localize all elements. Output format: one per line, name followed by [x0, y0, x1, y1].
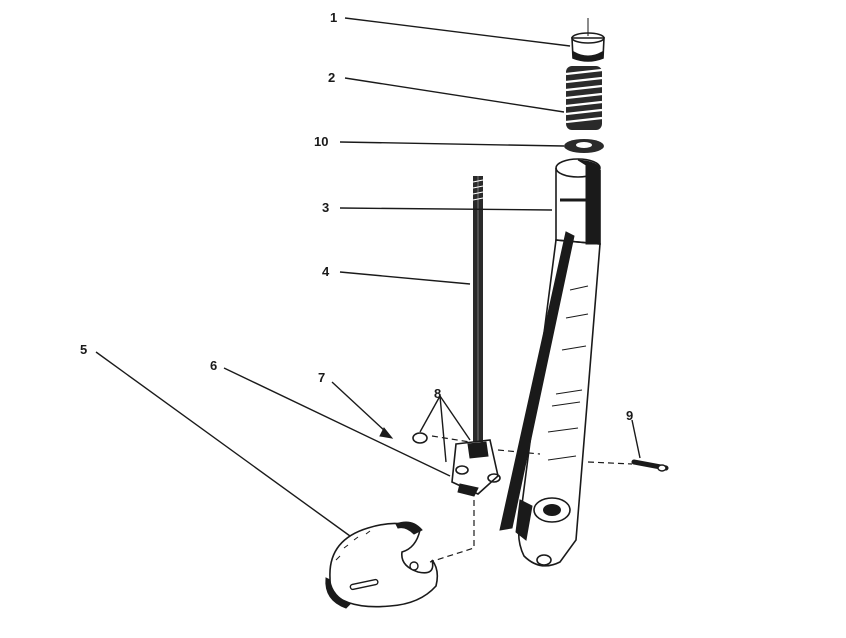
- callout-10: 10: [314, 134, 328, 149]
- callout-1: 1: [330, 10, 337, 25]
- part-4-rod: [472, 176, 484, 442]
- callout-2: 2: [328, 70, 335, 85]
- leader-lines: [95, 17, 641, 537]
- callout-7: 7: [318, 370, 325, 385]
- part-1-cap: [571, 18, 605, 62]
- part-10-washer: [564, 139, 604, 153]
- part-7-nut: [412, 432, 428, 444]
- callout-4: 4: [322, 264, 330, 279]
- part-2-spring: [565, 66, 603, 130]
- callout-8: 8: [434, 386, 441, 401]
- callout-9: 9: [626, 408, 633, 423]
- callout-6: 6: [210, 358, 217, 373]
- part-3-housing: [499, 158, 601, 567]
- part-6-clevis: [451, 439, 501, 497]
- assembly-dash-lines: [429, 435, 633, 563]
- callout-3: 3: [322, 200, 329, 215]
- callout-5: 5: [80, 342, 87, 357]
- part-5-cam-plate: [325, 521, 439, 609]
- part-9-pin: [631, 459, 669, 472]
- callout-labels: 1 2 10 3 4 5 6 7 8 9: [80, 10, 633, 423]
